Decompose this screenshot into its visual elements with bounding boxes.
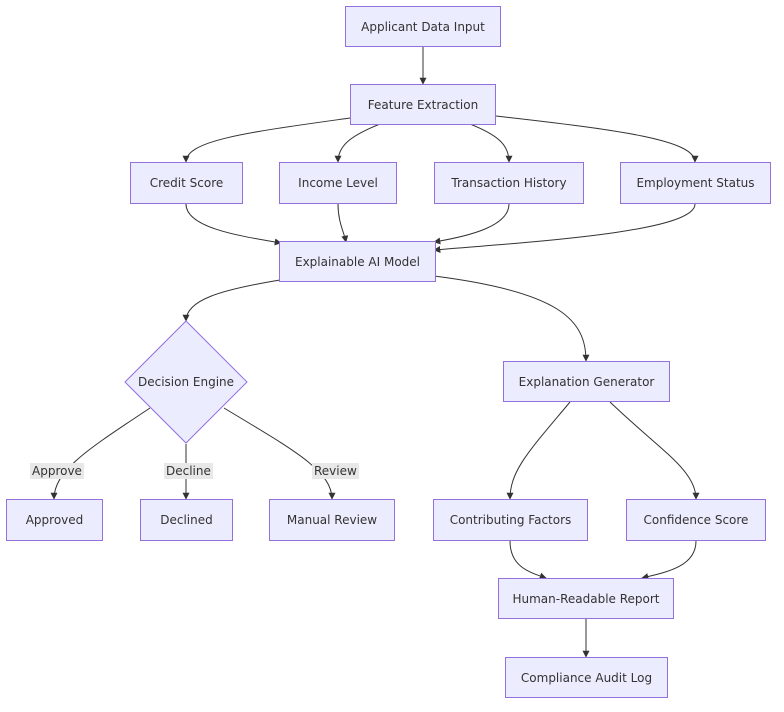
node-label: Explanation Generator	[518, 374, 655, 389]
node-contributing-factors: Contributing Factors	[433, 499, 588, 541]
node-explainable-ai-model: Explainable AI Model	[279, 241, 436, 282]
decision-diamond-shape	[124, 320, 248, 444]
edge-credit-to-model	[185, 203, 282, 246]
node-label: Declined	[160, 513, 213, 527]
node-label: Decision Engine	[137, 375, 235, 389]
node-employment-status: Employment Status	[620, 162, 771, 204]
edge-factors-to-report	[509, 540, 547, 580]
node-label: Income Level	[298, 176, 378, 190]
node-income-level: Income Level	[279, 162, 397, 204]
edge-explanation-to-confidence	[609, 401, 700, 500]
edge-income-to-model	[337, 203, 349, 243]
node-feature-extraction: Feature Extraction	[350, 84, 496, 125]
edge-model-to-explanation	[433, 275, 590, 362]
edge-label-review: Review	[312, 463, 359, 479]
edge-confidence-to-report	[641, 540, 697, 580]
node-label: Applicant Data Input	[361, 19, 485, 34]
node-label: Transaction History	[451, 176, 567, 190]
node-approved: Approved	[6, 499, 103, 541]
edge-decision-to-approved	[50, 407, 151, 500]
node-human-readable-report: Human-Readable Report	[498, 578, 674, 619]
edge-extraction-to-credit	[182, 117, 351, 163]
node-label: Credit Score	[149, 176, 224, 190]
node-label: Approved	[25, 513, 84, 527]
node-label: Explainable AI Model	[294, 254, 421, 269]
node-label: Feature Extraction	[367, 97, 479, 112]
node-label: Confidence Score	[643, 513, 749, 527]
edge-explanation-to-factors	[506, 401, 571, 500]
node-label: Manual Review	[286, 513, 378, 527]
node-confidence-score: Confidence Score	[626, 499, 766, 541]
node-applicant-data-input: Applicant Data Input	[345, 6, 501, 47]
edge-extraction-to-employment	[495, 115, 699, 163]
node-decision-engine: Decision Engine	[124, 320, 248, 444]
node-declined: Declined	[140, 499, 233, 541]
node-manual-review: Manual Review	[269, 499, 395, 541]
edge-transaction-to-model	[433, 203, 510, 245]
node-label: Contributing Factors	[449, 513, 572, 527]
node-explanation-generator: Explanation Generator	[503, 361, 670, 402]
edge-employment-to-model	[433, 203, 696, 253]
edge-decision-to-review	[223, 407, 336, 500]
node-compliance-audit-log: Compliance Audit Log	[505, 657, 668, 698]
edge-model-to-decision	[182, 279, 281, 322]
edge-extraction-to-transaction	[469, 123, 513, 163]
node-label: Employment Status	[636, 176, 755, 190]
node-label: Human-Readable Report	[512, 591, 660, 606]
edge-label-decline: Decline	[164, 463, 213, 479]
node-transaction-history: Transaction History	[434, 162, 584, 204]
node-label: Compliance Audit Log	[520, 670, 653, 685]
edge-label-approve: Approve	[30, 463, 84, 479]
edge-extraction-to-income	[334, 123, 381, 163]
node-credit-score: Credit Score	[130, 162, 243, 204]
